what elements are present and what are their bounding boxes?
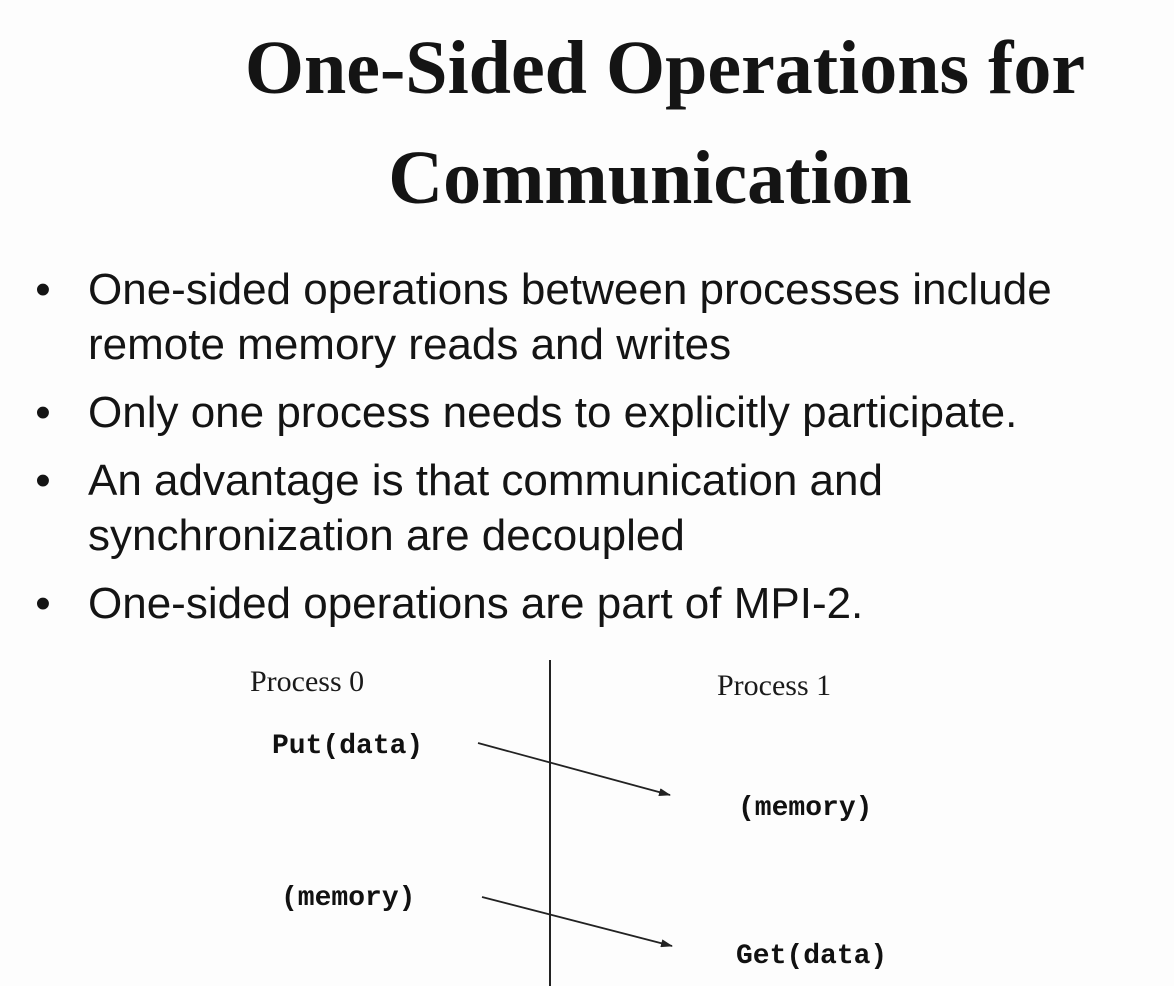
diagram-lines [477,660,673,986]
bullet-list: • One-sided operations between processes… [28,262,1168,644]
get-source-label: (memory) [281,883,416,914]
process-1-label: Process 1 [717,669,832,702]
slide-title-line-2: Communication [388,136,912,220]
slide-title-line-1: One-Sided Operations for [244,26,1086,110]
put-arrow [477,742,671,796]
bullet-text: One-sided operations between processes i… [88,265,1052,369]
get-call-label: Get(data) [736,941,888,972]
bullet-text: An advantage is that communication and s… [88,456,883,560]
bullet-dot-icon: • [35,388,51,437]
bullet-text: Only one process needs to explicitly par… [88,388,1018,437]
one-sided-diagram: Process 0 Process 1 Put(data) (memory) (… [0,655,1174,986]
bullet-item: • One-sided operations are part of MPI-2… [28,576,1168,631]
bullet-item: • Only one process needs to explicitly p… [28,385,1168,440]
process-0-label: Process 0 [250,665,365,698]
bullet-dot-icon: • [35,456,51,505]
bullet-dot-icon: • [35,579,51,628]
bullet-dot-icon: • [35,265,51,314]
put-target-label: (memory) [738,793,873,824]
bullet-text: One-sided operations are part of MPI-2. [88,579,864,628]
get-arrow [481,896,673,948]
put-call-label: Put(data) [272,731,424,762]
bullet-item: • An advantage is that communication and… [28,453,1168,563]
bullet-item: • One-sided operations between processes… [28,262,1168,372]
